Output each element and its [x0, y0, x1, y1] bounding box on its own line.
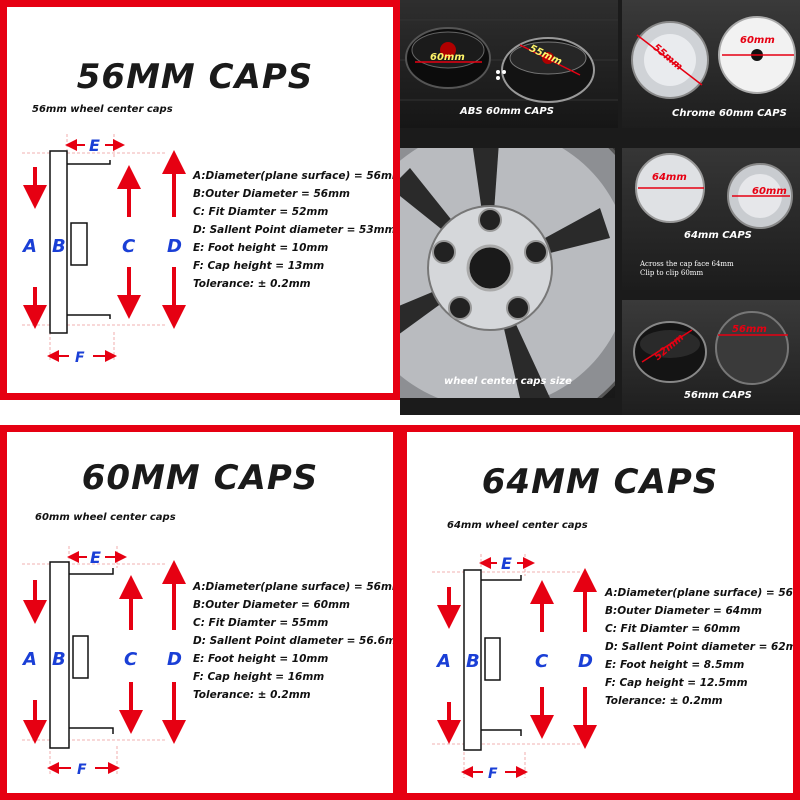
spec-a: A:Diameter(plane surface) = 56mm: [193, 170, 400, 182]
cap-dimension-diagram: A B C D E F: [432, 554, 597, 782]
spec-c: C: Fit Diamter = 60mm: [605, 623, 741, 635]
label-c: C: [122, 236, 136, 257]
caps-64-note-line2: Clip to clip 60mm: [640, 269, 704, 277]
label-e: E: [501, 554, 512, 573]
label-e: E: [90, 548, 101, 567]
chrome-60mm-photo: 55mm 60mm Chrome 60mm CAPS: [622, 0, 800, 128]
caps-56mm-photo: 56mm 52mm 56mm CAPS: [622, 300, 800, 415]
spec-b: B:Outer Diameter = 56mm: [193, 188, 350, 200]
label-e: E: [89, 136, 100, 155]
chrome-60-label: Chrome 60mm CAPS: [672, 108, 787, 119]
panel-title: 64MM CAPS: [481, 462, 719, 502]
spec-e: E: Foot height = 10mm: [193, 653, 329, 665]
panel-subtitle: 60mm wheel center caps: [35, 512, 176, 523]
panel-subtitle: 56mm wheel center caps: [32, 104, 173, 115]
caps-64-note-line1: Across the cap face 64mm: [640, 260, 734, 268]
label-a: A: [21, 236, 37, 257]
spec-d: D: Sallent Point diameter = 53mm: [193, 224, 396, 236]
caps-64mm-photo: 64mm 60mm 64mm CAPS Across the cap face …: [622, 148, 800, 290]
caps-56-label: 56mm CAPS: [684, 390, 752, 401]
spec-list: A:Diameter(plane surface) = 56mm B:Outer…: [193, 167, 400, 293]
spec-list: A:Diameter(plane surface) = 56mm B:Outer…: [193, 578, 400, 704]
label-b: B: [466, 651, 480, 672]
spec-b: B:Outer Diameter = 60mm: [193, 599, 350, 611]
caps-64-dim1: 64mm: [652, 172, 687, 183]
spec-c: C: Fit Diamter = 55mm: [193, 617, 329, 629]
spec-e: E: Foot height = 10mm: [193, 242, 329, 254]
cap-dimension-diagram: A B C D E F: [21, 546, 186, 778]
spec-list: A:Diameter(plane surface) = 56mm B:Outer…: [605, 584, 800, 710]
label-f: F: [488, 766, 498, 782]
panel-title: 60MM CAPS: [81, 458, 319, 498]
abs-60mm-photo: 60mm 55mm ABS 60mm CAPS: [400, 0, 618, 128]
caps-64-note: Across the cap face 64mm Clip to clip 60…: [640, 260, 734, 278]
panel-56mm: 56MM CAPS 56mm wheel center caps: [0, 0, 400, 400]
label-d: D: [167, 236, 182, 257]
caps-64-dim2: 60mm: [752, 186, 787, 197]
label-a: A: [435, 651, 451, 672]
label-f: F: [75, 350, 85, 366]
label-c: C: [124, 649, 138, 670]
spec-c: C: Fit Diamter = 52mm: [193, 206, 329, 218]
cap-dimension-diagram: A B C D E F: [21, 134, 186, 366]
label-d: D: [578, 651, 593, 672]
panel-subtitle: 64mm wheel center caps: [447, 520, 588, 531]
spec-d: D: Sallent Point diameter = 62mm: [605, 641, 800, 653]
spec-b: B:Outer Diameter = 64mm: [605, 605, 762, 617]
label-d: D: [167, 649, 182, 670]
label-f: F: [77, 762, 87, 778]
spec-tolerance: Tolerance: ± 0.2mm: [193, 689, 311, 701]
product-photo-collage: 60mm 55mm ABS 60mm CAPS 55mm 60mm Chrome…: [400, 0, 800, 415]
label-a: A: [21, 649, 37, 670]
label-b: B: [52, 236, 66, 257]
panel-title: 56MM CAPS: [76, 57, 314, 97]
spec-tolerance: Tolerance: ± 0.2mm: [193, 278, 311, 290]
spec-e: E: Foot height = 8.5mm: [605, 659, 745, 671]
spec-a: A:Diameter(plane surface) = 56mm: [193, 581, 400, 593]
panel-60mm: 60MM CAPS 60mm wheel center caps: [0, 425, 400, 800]
spec-f: F: Cap height = 16mm: [193, 671, 325, 683]
spec-a: A:Diameter(plane surface) = 56mm: [605, 587, 800, 599]
abs-60-label: ABS 60mm CAPS: [460, 106, 554, 117]
chrome-60-dim2: 60mm: [740, 35, 775, 46]
spec-f: F: Cap height = 12.5mm: [605, 677, 748, 689]
spec-f: F: Cap height = 13mm: [193, 260, 325, 272]
caps-56-dim1: 56mm: [732, 324, 767, 335]
wheel-photo: wheel center caps size: [400, 148, 615, 398]
wheel-label: wheel center caps size: [444, 376, 572, 387]
caps-64-label: 64mm CAPS: [684, 230, 752, 241]
spec-d: D: Sallent Point dlameter = 56.6mm: [193, 635, 400, 647]
label-b: B: [52, 649, 66, 670]
abs-60-dim1: 60mm: [430, 52, 465, 63]
spec-tolerance: Tolerance: ± 0.2mm: [605, 695, 723, 707]
label-c: C: [535, 651, 549, 672]
panel-64mm: 64MM CAPS 64mm wheel center caps: [400, 425, 800, 800]
